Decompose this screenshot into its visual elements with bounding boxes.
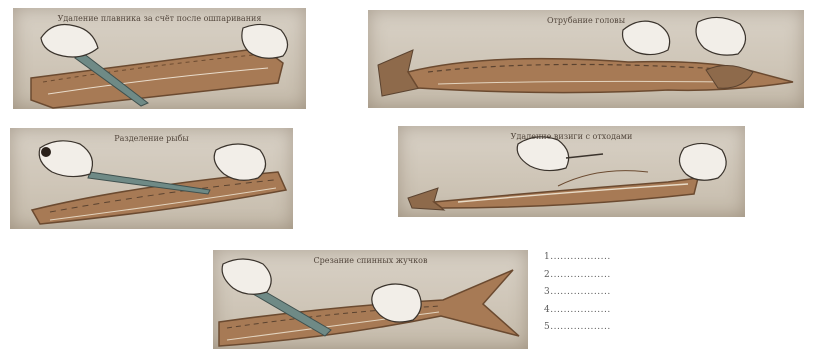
answer-line-4: 4.................. — [544, 305, 654, 323]
fish-splitting-illustration — [10, 128, 293, 229]
answer-line-2: 2.................. — [544, 270, 654, 288]
panel-caption: Разделение рыбы — [10, 134, 293, 143]
illustration-panel-vyaziga-removal: Удаление визиги с отходами — [398, 126, 745, 217]
answer-line-3: 3.................. — [544, 287, 654, 305]
illustration-panel-head-cutting: Отрубание головы — [368, 10, 804, 108]
fish-cutting-illustration — [13, 8, 306, 109]
panel-caption: Удаление визиги с отходами — [398, 132, 745, 141]
answer-line-1: 1.................. — [544, 252, 654, 270]
illustration-panel-splitting: Разделение рыбы — [10, 128, 293, 229]
illustration-panel-fin-removal: Удаление плавника за счёт после ошпарива… — [13, 8, 306, 109]
panel-caption: Отрубание головы — [368, 16, 804, 25]
answer-list: 1.................. 2.................. … — [544, 252, 654, 340]
answer-line-5: 5.................. — [544, 322, 654, 340]
illustration-panel-scute-cutting: Срезание спинных жучков — [213, 250, 528, 349]
panel-caption: Удаление плавника за счёт после ошпарива… — [13, 14, 306, 23]
panel-caption: Срезание спинных жучков — [213, 256, 528, 265]
